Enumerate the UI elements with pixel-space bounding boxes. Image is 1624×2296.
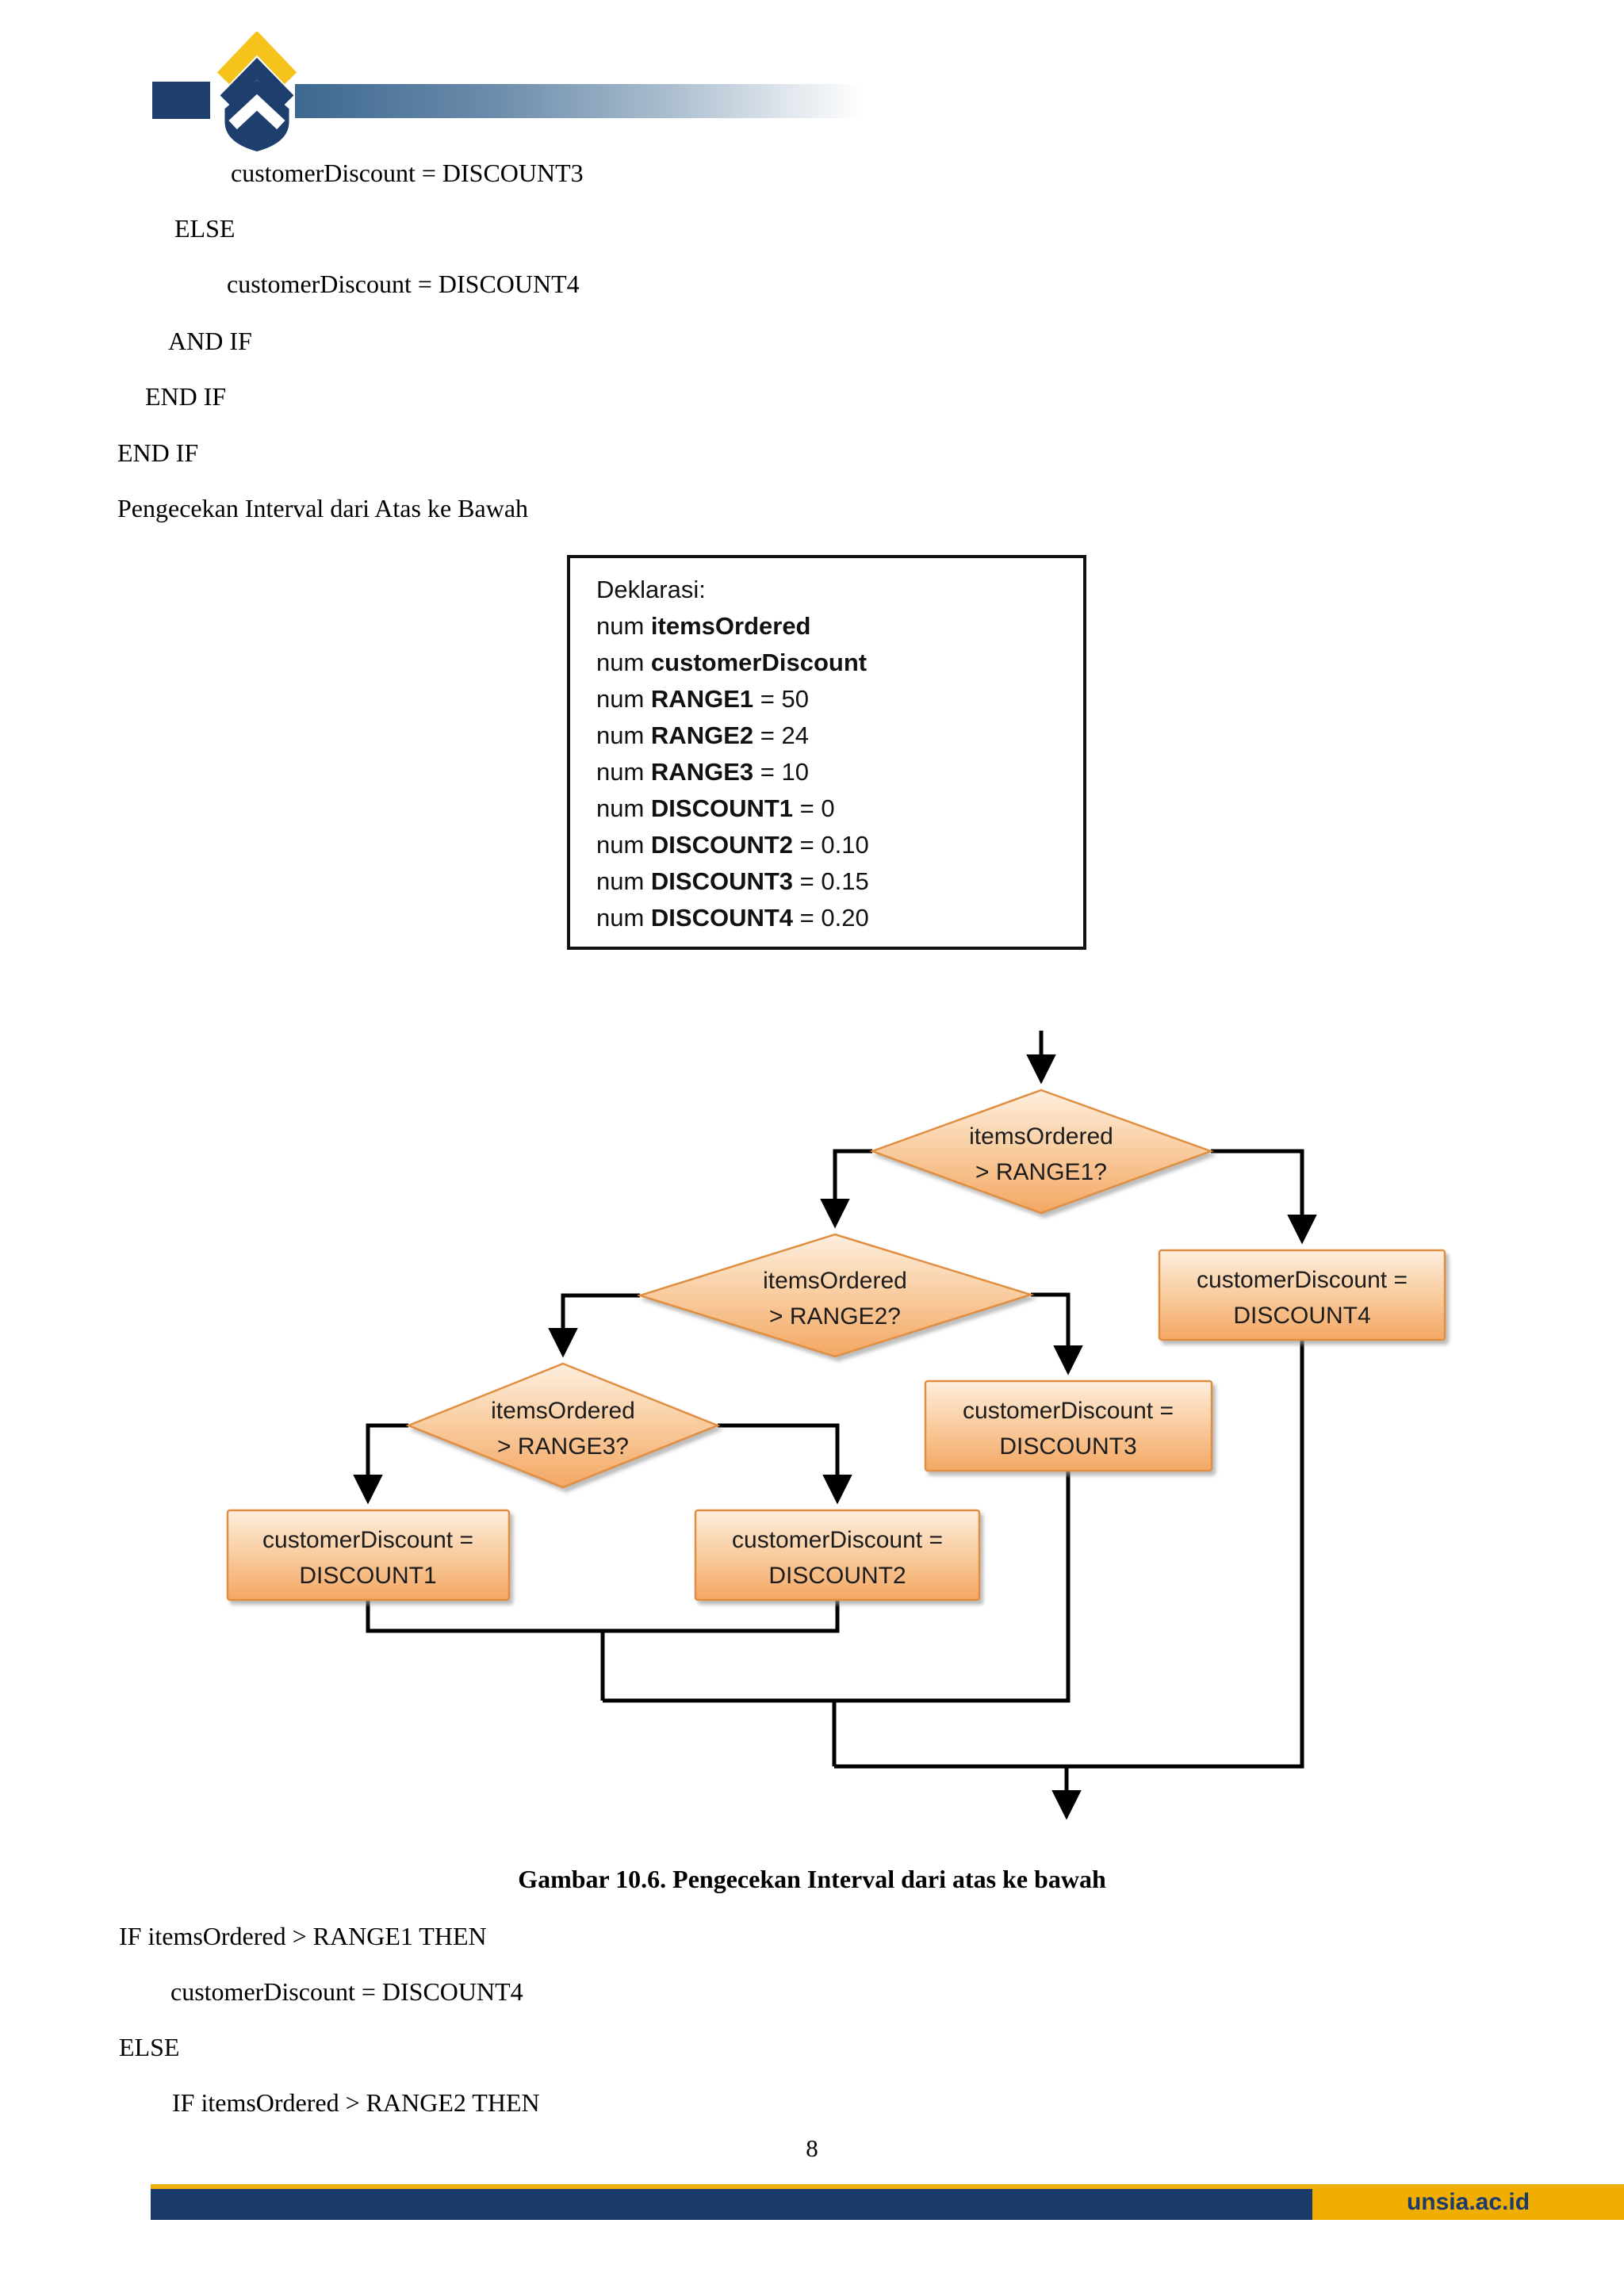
unsia-shield-logo-icon: [216, 32, 297, 151]
footer-navy-bar: [151, 2184, 1312, 2220]
declaration-line: num RANGE3 = 10: [596, 758, 809, 786]
declaration-line: num DISCOUNT2 = 0.10: [596, 831, 869, 859]
footer-bar: unsia.ac.id: [151, 2184, 1624, 2220]
flow-label: customerDiscount =: [732, 1527, 943, 1553]
pseudocode-line: Pengecekan Interval dari Atas ke Bawah: [117, 494, 529, 522]
declaration-line: num RANGE2 = 24: [596, 721, 809, 749]
flow-label: customerDiscount =: [262, 1527, 473, 1553]
flow-label: DISCOUNT3: [999, 1433, 1136, 1460]
declaration-line: Deklarasi:: [596, 576, 706, 603]
flow-diamond-range2: [636, 1233, 1035, 1358]
flow-label: customerDiscount =: [963, 1398, 1174, 1424]
flow-label: > RANGE3?: [497, 1433, 629, 1460]
pseudocode-line: END IF: [117, 438, 199, 467]
declaration-line: num RANGE1 = 50: [596, 685, 809, 713]
flow-d2-yes-branch: [1031, 1292, 1083, 1376]
flow-label: customerDiscount =: [1197, 1267, 1408, 1293]
flow-label: DISCOUNT1: [299, 1563, 436, 1589]
flow-label: DISCOUNT4: [1233, 1303, 1370, 1329]
pseudocode-line: ELSE: [119, 2033, 180, 2061]
figure-caption: Gambar 10.6. Pengecekan Interval dari at…: [518, 1865, 1106, 1893]
pseudocode-line: ELSE: [174, 214, 236, 243]
declaration-line: num DISCOUNT3 = 0.15: [596, 867, 869, 895]
flow-d1-yes-branch: [1211, 1149, 1317, 1245]
pseudocode-line: AND IF: [168, 327, 252, 355]
flow-box-discount1: [226, 1509, 511, 1601]
flow-connectors: [366, 1340, 1304, 1769]
flow-label: > RANGE2?: [769, 1303, 901, 1330]
declaration-line: num DISCOUNT4 = 0.20: [596, 904, 869, 932]
pseudocode-line: customerDiscount = DISCOUNT4: [227, 270, 580, 298]
flow-box-discount3: [924, 1380, 1213, 1472]
pseudocode-line: IF itemsOrdered > RANGE2 THEN: [172, 2088, 540, 2117]
flow-d2-no-branch: [548, 1293, 640, 1358]
pseudocode-line: IF itemsOrdered > RANGE1 THEN: [119, 1922, 487, 1950]
pseudocode-line: END IF: [145, 382, 227, 411]
declaration-line: num itemsOrdered: [596, 612, 811, 640]
footer-brand: unsia.ac.id: [1312, 2184, 1624, 2220]
header-gradient-bar: [295, 84, 863, 118]
flow-label: > RANGE1?: [975, 1159, 1107, 1185]
flow-box-discount4: [1158, 1249, 1446, 1341]
header-navy-block: [152, 82, 210, 119]
pseudocode-line: customerDiscount = DISCOUNT3: [231, 159, 584, 187]
flow-label: itemsOrdered: [969, 1123, 1113, 1150]
flowchart: itemsOrdered > RANGE1? itemsOrdered > RA…: [226, 1031, 1446, 1820]
flow-label: DISCOUNT2: [768, 1563, 906, 1589]
flow-d1-no-branch: [820, 1149, 872, 1229]
flow-d3-no-branch: [353, 1423, 408, 1505]
flow-diamond-range3: [405, 1362, 721, 1489]
flow-d3-yes-branch: [718, 1423, 852, 1505]
declaration-line: num DISCOUNT1 = 0: [596, 794, 835, 822]
pseudocode-line: customerDiscount = DISCOUNT4: [170, 1977, 523, 2006]
flow-label: itemsOrdered: [491, 1398, 635, 1424]
flow-box-discount2: [694, 1509, 981, 1601]
flow-diamond-range1: [869, 1089, 1214, 1215]
flow-label: itemsOrdered: [763, 1268, 907, 1294]
page-number: 8: [806, 2134, 818, 2162]
declaration-box: Deklarasi: num itemsOrdered num customer…: [567, 555, 1086, 950]
declaration-line: num customerDiscount: [596, 649, 868, 676]
